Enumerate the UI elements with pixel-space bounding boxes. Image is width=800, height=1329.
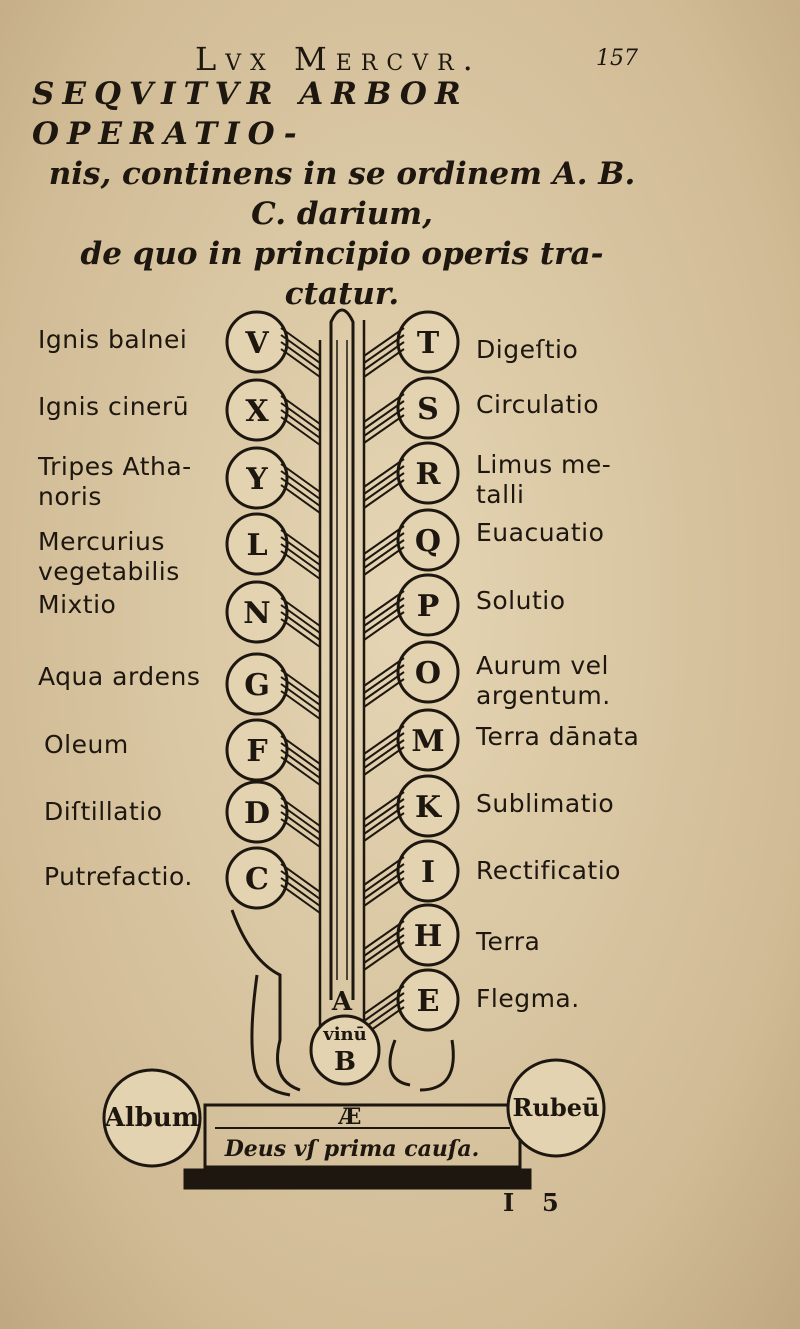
- right-label-circulatio: Circulatio: [476, 390, 600, 419]
- left-label-tripes-athanoris: Tripes Atha- noris: [38, 452, 192, 511]
- right-circle-q: [396, 508, 460, 572]
- pedestal-base: [183, 1168, 532, 1190]
- right-label-aurum-argentum: Aurum vel argentum.: [476, 651, 611, 710]
- tree-trunk: [329, 308, 355, 1000]
- left-label-putrefactio: Putrefactio.: [44, 862, 193, 891]
- page-heading: SEQVITVR ARBOR OPERATIO- nis, continens …: [32, 74, 652, 314]
- root-circle-letter: B: [334, 1047, 356, 1077]
- left-root: [230, 909, 301, 1092]
- right-circle-m: [396, 708, 460, 772]
- left-label-distillatio: Diſtillatio: [44, 797, 163, 826]
- right-circle-letter: R: [416, 457, 442, 492]
- right-label-solutio: Solutio: [476, 586, 566, 615]
- left-circle-letter: Y: [245, 462, 268, 497]
- right-label-flegma: Flegma.: [476, 984, 580, 1013]
- right-circle-letter: M: [411, 724, 444, 759]
- left-circle-letter: F: [246, 734, 267, 769]
- heading-line-1: SEQVITVR ARBOR OPERATIO-: [32, 76, 469, 152]
- running-head-title: Lvx Mercvr.: [195, 40, 482, 78]
- left-circle-x: [225, 378, 289, 442]
- left-medallion: [102, 1068, 202, 1168]
- right-label-euacuatio: Euacuatio: [476, 518, 605, 547]
- right-circle-letter: I: [421, 855, 435, 890]
- left-circle-letter: X: [245, 394, 269, 429]
- right-root: [419, 1039, 455, 1092]
- right-label-terra-damnata: Terra dānata: [476, 722, 640, 751]
- left-label-aqua-ardens: Aqua ardens: [38, 662, 201, 691]
- right-circle-t: [396, 310, 460, 374]
- left-circle-c: [225, 846, 289, 910]
- right-circle-letter: O: [415, 656, 441, 691]
- signature-mark-5: 5: [542, 1188, 559, 1217]
- left-label-mercurius-vegetabilis: Mercurius vegetabilis: [38, 527, 180, 586]
- right-medallion-text: Rubeū: [513, 1093, 600, 1122]
- left-circle-l: [225, 512, 289, 576]
- right-circle-letter: K: [415, 790, 442, 825]
- left-circle-n: [225, 580, 289, 644]
- right-circle-o: [396, 640, 460, 704]
- root-circle: [309, 1014, 381, 1086]
- left-label-ignis-cineru: Ignis cinerū: [38, 392, 190, 421]
- right-medallion: [506, 1058, 606, 1158]
- right-label-digestio: Digeſtio: [476, 335, 579, 364]
- signature-mark-i: I: [503, 1188, 515, 1217]
- right-circle-s: [396, 376, 460, 440]
- left-circle-letter: G: [244, 668, 270, 703]
- heading-line-2: nis, continens in se ordinem A. B. C. da…: [48, 156, 636, 232]
- running-head: Lvx Mercvr. 157: [0, 38, 800, 78]
- right-circle-r: [396, 441, 460, 505]
- right-label-rectificatio: Rectificatio: [476, 856, 621, 885]
- trunk-letter: A: [331, 987, 353, 1017]
- left-circle-g: [225, 652, 289, 716]
- left-circle-letter: L: [246, 528, 267, 563]
- page-number: 157: [596, 46, 638, 71]
- right-circle-letter: S: [417, 392, 439, 427]
- left-circle-v: [225, 310, 289, 374]
- right-circle-letter: E: [417, 984, 440, 1019]
- heading-line-3: de quo in principio operis tra-: [80, 236, 604, 272]
- left-circle-letter: N: [243, 596, 270, 631]
- left-circle-d: [225, 780, 289, 844]
- right-label-sublimatio: Sublimatio: [476, 789, 615, 818]
- right-circle-k: [396, 774, 460, 838]
- heading-line-4: ctatur.: [284, 276, 400, 312]
- right-circle-e: [396, 968, 460, 1032]
- left-circle-y: [225, 446, 289, 510]
- right-circle-h: [396, 903, 460, 967]
- left-circle-letter: C: [245, 862, 269, 897]
- left-label-oleum: Oleum: [44, 730, 129, 759]
- left-label-ignis-balnei: Ignis balnei: [38, 325, 188, 354]
- pedestal-motto: Deus vſ prima cauſa.: [224, 1136, 480, 1162]
- left-circle-f: [225, 718, 289, 782]
- right-circle-letter: Q: [415, 524, 441, 559]
- root-circle-word: vinū: [322, 1024, 366, 1045]
- pedestal-letter: Æ: [338, 1104, 362, 1130]
- left-circle-letter: D: [244, 796, 270, 831]
- left-circle-letter: V: [244, 326, 269, 361]
- right-circle-letter: T: [417, 326, 440, 361]
- right-circle-letter: P: [417, 589, 440, 624]
- right-label-terra: Terra: [476, 927, 541, 956]
- right-circle-letter: H: [414, 919, 442, 954]
- right-label-limus-metalli: Limus me- talli: [476, 450, 612, 509]
- left-medallion-text: Album: [104, 1103, 200, 1133]
- right-circle-i: [396, 839, 460, 903]
- left-label-mixtio: Mixtio: [38, 590, 117, 619]
- right-circle-p: [396, 573, 460, 637]
